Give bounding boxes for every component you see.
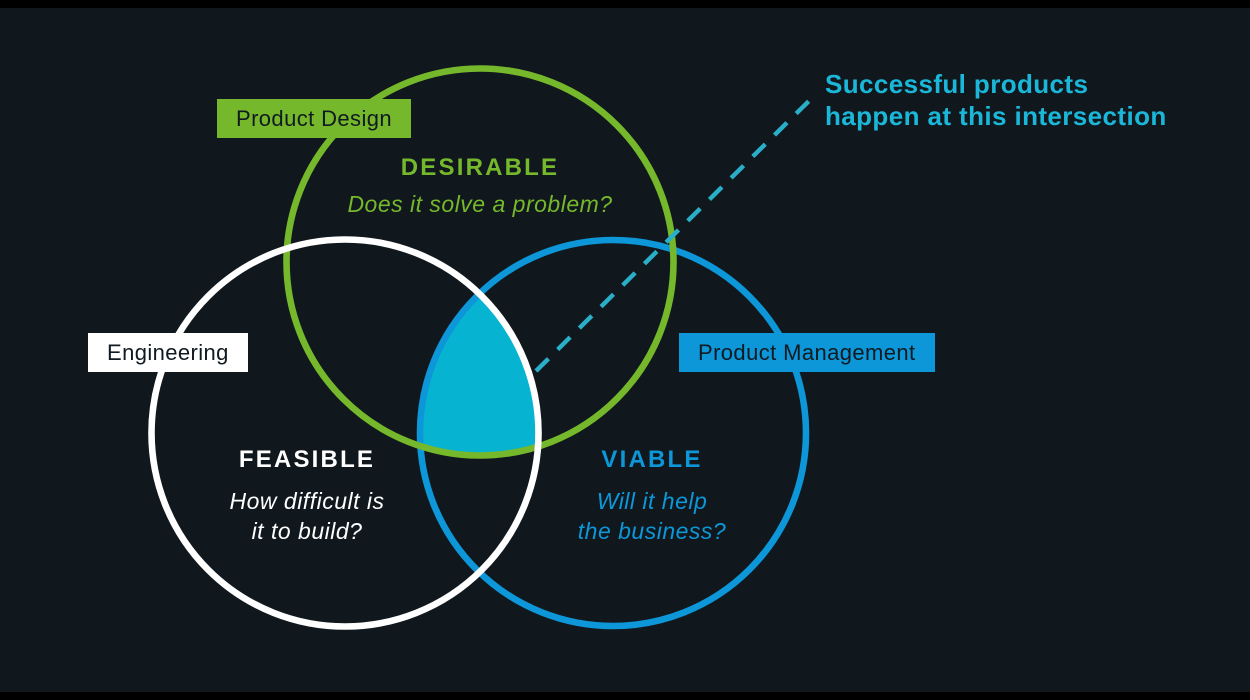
product-design-label-box: Product Design [217, 99, 412, 138]
triple-intersection-fill [419, 293, 539, 456]
annotation-line: Successful products [825, 69, 1089, 99]
product-design-label: Product Design [236, 106, 393, 131]
product-management-label-box: Product Management [679, 333, 935, 372]
feasible-question-line: How difficult is [229, 488, 385, 514]
letterbox-bar-top [0, 0, 1250, 8]
product-design-circle [283, 65, 677, 459]
viable-question: Will it help the business? [578, 486, 726, 546]
engineering-label-box: Engineering [88, 333, 248, 372]
desirable-question-line: Does it solve a problem? [347, 191, 613, 217]
product-management-label: Product Management [698, 340, 916, 365]
viable-title: VIABLE [601, 446, 703, 473]
viable-question-line: Will it help [596, 488, 708, 514]
annotation-dashed-line [534, 92, 818, 373]
viable-question-line: the business? [577, 518, 727, 544]
feasible-title: FEASIBLE [238, 446, 376, 473]
feasible-question: How difficult is it to build? [230, 486, 385, 546]
annotation-line: happen at this intersection [825, 101, 1167, 131]
engineering-label: Engineering [107, 340, 229, 365]
desirable-question: Does it solve a problem? [347, 189, 612, 219]
desirable-title: DESIRABLE [400, 154, 560, 181]
product-management-circle [416, 236, 810, 630]
engineering-circle [148, 236, 542, 630]
feasible-question-line: it to build? [251, 518, 363, 544]
letterbox-bar-bottom [0, 692, 1250, 700]
intersection-annotation: Successful products happen at this inter… [825, 68, 1167, 132]
